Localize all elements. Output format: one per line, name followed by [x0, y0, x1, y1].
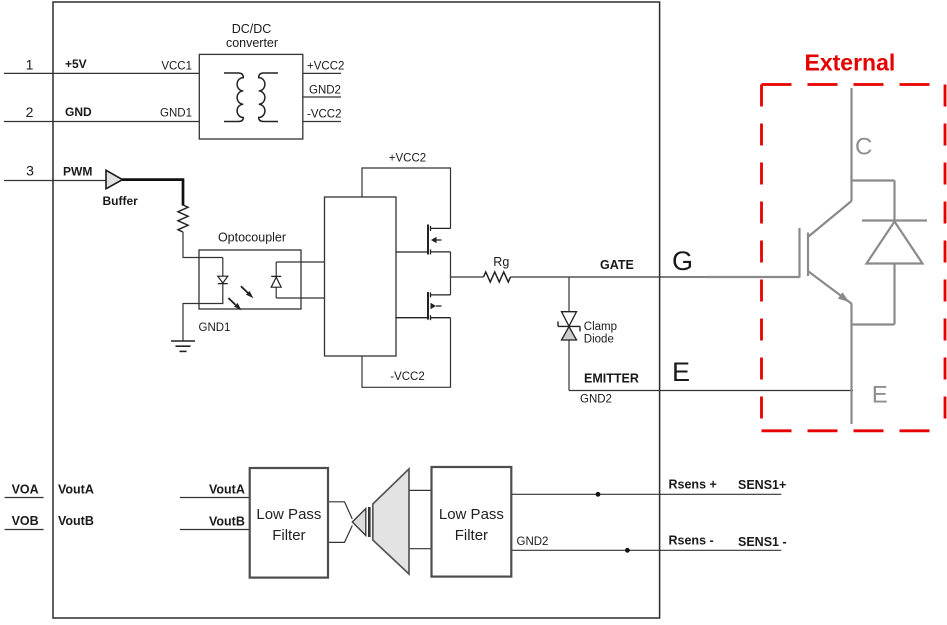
svg-text:VoutA: VoutA — [58, 482, 94, 496]
svg-text:E: E — [672, 357, 690, 387]
svg-text:Optocoupler: Optocoupler — [218, 231, 286, 245]
svg-text:-VCC2: -VCC2 — [307, 109, 342, 121]
svg-text:External: External — [805, 50, 896, 76]
svg-text:VOB: VOB — [12, 514, 39, 528]
svg-text:Filter: Filter — [455, 527, 488, 544]
svg-text:VoutB: VoutB — [58, 514, 94, 528]
svg-text:GND: GND — [65, 105, 92, 119]
svg-text:Rg: Rg — [493, 255, 509, 269]
svg-text:Rsens -: Rsens - — [669, 534, 714, 548]
svg-text:Clamp: Clamp — [584, 321, 617, 333]
svg-text:Diode: Diode — [584, 334, 614, 346]
svg-text:GND2: GND2 — [309, 84, 341, 96]
svg-text:SENS1+: SENS1+ — [738, 478, 786, 492]
svg-text:GND1: GND1 — [160, 108, 192, 120]
svg-text:G: G — [672, 246, 693, 276]
svg-text:GND1: GND1 — [199, 322, 231, 334]
svg-text:EMITTER: EMITTER — [584, 372, 639, 386]
svg-text:+5V: +5V — [65, 57, 87, 71]
svg-text:+VCC2: +VCC2 — [307, 60, 344, 72]
svg-text:Rsens +: Rsens + — [669, 478, 717, 492]
svg-text:VCC1: VCC1 — [161, 60, 192, 72]
svg-text:VoutA: VoutA — [209, 482, 245, 496]
svg-text:Buffer: Buffer — [103, 194, 139, 208]
svg-text:PWM: PWM — [63, 165, 92, 179]
svg-text:+VCC2: +VCC2 — [389, 153, 426, 165]
svg-text:converter: converter — [226, 36, 278, 50]
svg-text:3: 3 — [26, 163, 34, 179]
svg-text:1: 1 — [26, 57, 34, 73]
svg-text:Filter: Filter — [272, 527, 305, 544]
svg-text:C: C — [855, 134, 872, 161]
svg-text:GATE: GATE — [600, 258, 634, 272]
svg-text:Low Pass: Low Pass — [439, 506, 504, 523]
svg-text:DC/DC: DC/DC — [232, 22, 272, 36]
svg-text:Low Pass: Low Pass — [256, 506, 321, 523]
svg-text:SENS1 -: SENS1 - — [738, 535, 787, 549]
svg-text:GND2: GND2 — [580, 394, 612, 406]
svg-text:2: 2 — [26, 104, 34, 120]
svg-text:GND2: GND2 — [517, 536, 549, 548]
svg-text:-VCC2: -VCC2 — [390, 371, 425, 383]
svg-text:VOA: VOA — [12, 482, 39, 496]
svg-text:E: E — [872, 382, 888, 409]
svg-text:VoutB: VoutB — [209, 515, 245, 529]
